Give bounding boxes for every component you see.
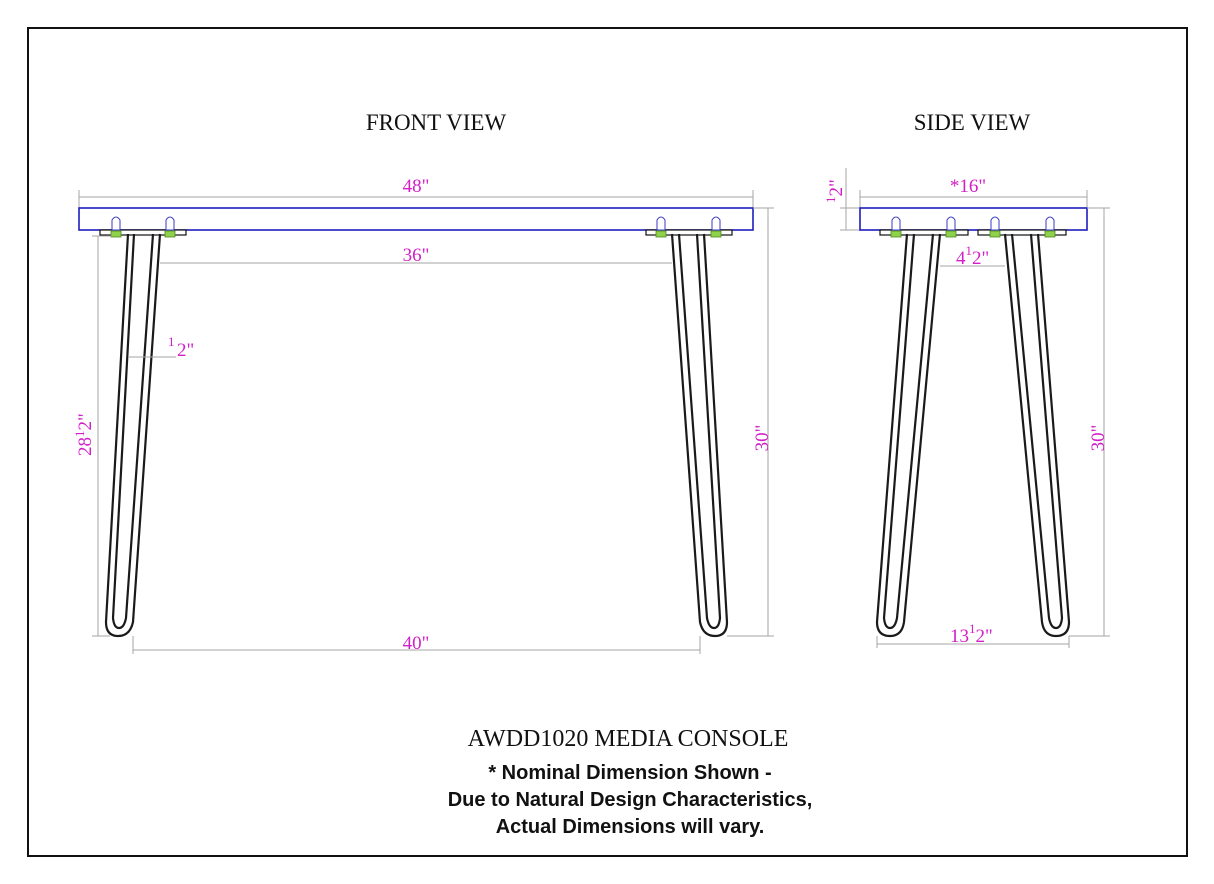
front-view: FRONT VIEW 48" <box>72 110 774 654</box>
front-screw-4 <box>710 216 722 238</box>
front-rod-num: 1 <box>168 334 175 349</box>
side-thickness-num: 1 <box>823 197 838 204</box>
footer: AWDD1020 MEDIA CONSOLE * Nominal Dimensi… <box>448 726 813 838</box>
front-width-label: 48" <box>403 176 430 197</box>
side-plate-left <box>879 229 969 236</box>
side-gap-label: 412" <box>956 243 989 269</box>
front-leg-right-inner <box>677 233 722 630</box>
front-plate-left <box>99 229 187 236</box>
front-leg-left <box>104 233 162 638</box>
front-height-label: 30" <box>752 425 773 452</box>
side-foot-whole: 13 <box>950 626 969 647</box>
front-screw-3 <box>655 216 667 238</box>
side-screw-4 <box>1044 216 1056 238</box>
side-gap-whole: 4 <box>956 248 966 269</box>
front-tabletop <box>78 207 754 231</box>
front-leg-height-whole: 28 <box>75 437 96 456</box>
note-line-1: * Nominal Dimension Shown - <box>488 762 771 784</box>
note-line-2: Due to Natural Design Characteristics, <box>448 789 813 811</box>
front-leg-height-num: 1 <box>72 431 87 438</box>
side-screw-3 <box>989 216 1001 238</box>
front-spacing-label: 36" <box>403 245 430 266</box>
front-rod-den: 2" <box>177 340 194 361</box>
side-gap-num: 1 <box>966 243 973 258</box>
side-depth-label: *16" <box>950 176 986 197</box>
side-leg-right-inner <box>1010 233 1064 630</box>
front-leg-left-inner <box>111 233 155 630</box>
front-leg-height-den: 2" <box>75 413 96 430</box>
side-tabletop <box>859 207 1088 231</box>
side-plate-right <box>977 229 1067 236</box>
side-screw-1 <box>890 216 902 238</box>
note-line-3: Actual Dimensions will vary. <box>496 816 765 838</box>
side-foot-num: 1 <box>969 621 976 636</box>
side-height-label: 30" <box>1088 425 1109 452</box>
side-leg-right <box>1003 233 1071 638</box>
sheet-border <box>27 27 1188 857</box>
side-thickness-label: 12" <box>823 179 847 203</box>
side-screw-2 <box>945 216 957 238</box>
model-title: AWDD1020 MEDIA CONSOLE <box>468 726 789 752</box>
side-foot-den: 2" <box>976 626 993 647</box>
side-foot-label: 1312" <box>950 621 993 647</box>
front-plate-right <box>645 229 733 236</box>
front-view-title: FRONT VIEW <box>366 110 507 135</box>
front-foot-label: 40" <box>403 633 430 654</box>
side-view-title: SIDE VIEW <box>914 110 1031 135</box>
side-leg-left <box>875 233 942 638</box>
front-leg-right <box>670 233 729 638</box>
front-leg-height-label: 2812" <box>72 413 96 456</box>
side-thickness-den: 2" <box>826 179 847 196</box>
side-gap-den: 2" <box>972 248 989 269</box>
front-screw-2 <box>164 216 176 238</box>
side-view: SIDE VIEW *16" 12" <box>823 110 1110 648</box>
front-screw-1 <box>110 216 122 238</box>
side-leg-left-inner <box>882 233 935 630</box>
